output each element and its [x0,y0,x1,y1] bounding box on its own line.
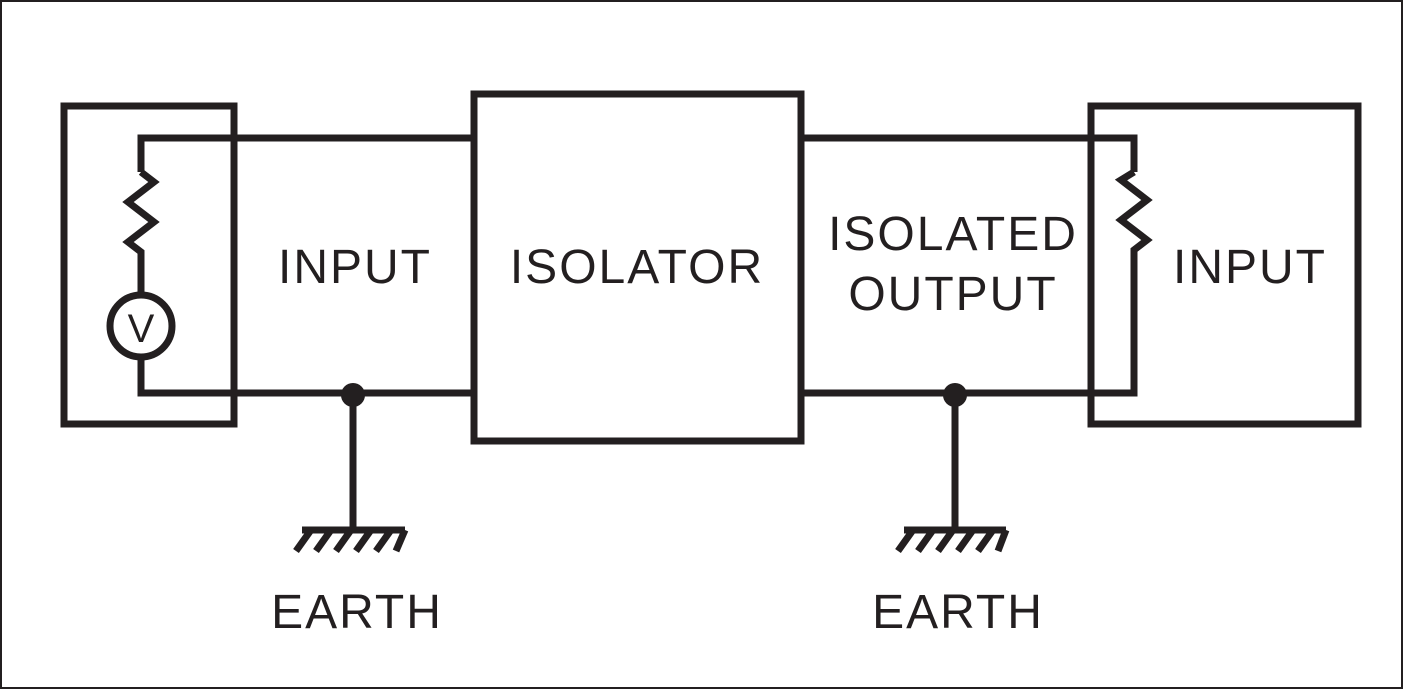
left-top-wire [137,134,474,172]
isolator-box [470,90,805,445]
isolator-label: ISOLATOR [510,241,764,294]
load-resistor [1114,169,1153,258]
load-box [1087,102,1362,428]
left-earth-icon [293,526,409,554]
output-label: OUTPUT [848,268,1057,321]
input-right-label: INPUT [1173,241,1327,294]
source-resistor [122,169,160,295]
isolated-label: ISOLATED [828,208,1078,261]
right-bottom-wire [801,258,1138,397]
earth-left-label: EARTH [271,586,443,639]
voltmeter-label: V [128,307,155,351]
right-earth-icon [895,526,1010,554]
source-box [60,102,238,428]
earth-right-label: EARTH [872,586,1044,639]
input-left-label: INPUT [278,241,432,294]
right-top-wire [801,134,1138,172]
